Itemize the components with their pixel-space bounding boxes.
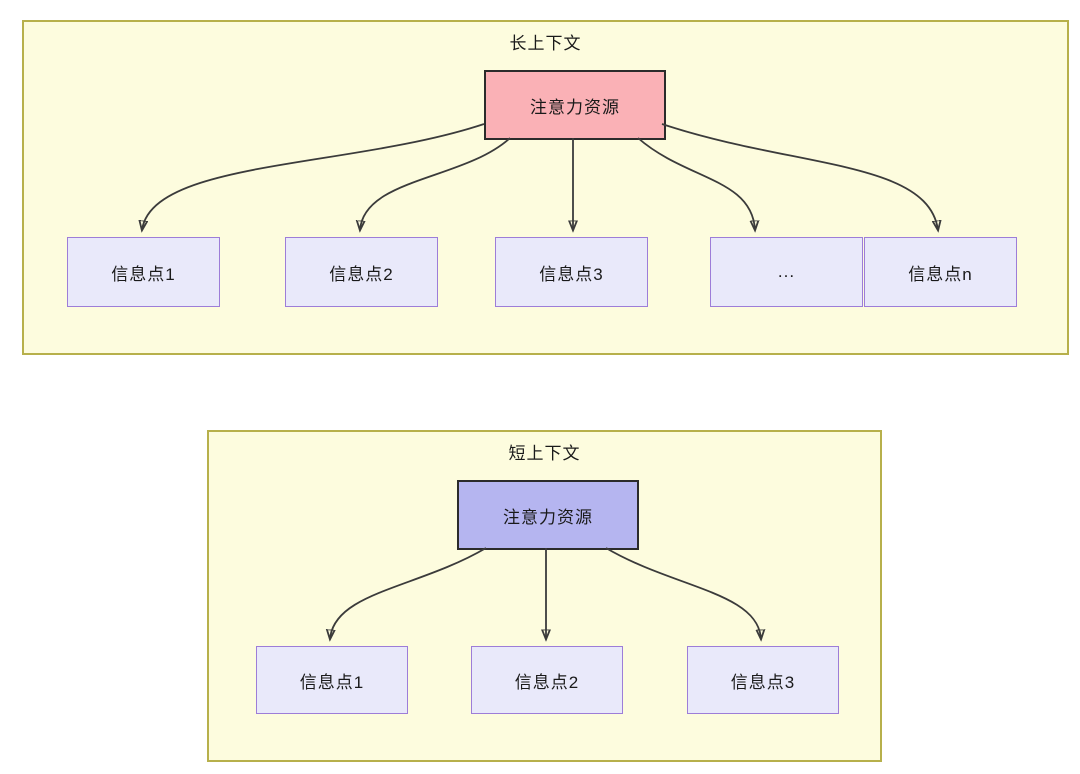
short-context-title: 短上下文 xyxy=(508,444,581,463)
long-attention-resource-node: 注意力资源 xyxy=(484,70,666,140)
long-info-node-2: 信息点2 xyxy=(285,237,438,307)
short-info-node-3: 信息点3 xyxy=(687,646,839,714)
long-info-node-3: 信息点3 xyxy=(495,237,648,307)
short-attention-resource-node: 注意力资源 xyxy=(457,480,639,550)
long-info-node-1: 信息点1 xyxy=(67,237,220,307)
short-context-group: 短上下文 注意力资源 信息点1 信息点2 信息点3 xyxy=(207,430,882,762)
long-context-title: 长上下文 xyxy=(509,34,582,53)
long-info-node-ellipsis: ... xyxy=(710,237,863,307)
short-info-node-2: 信息点2 xyxy=(471,646,623,714)
short-info-node-1: 信息点1 xyxy=(256,646,408,714)
long-info-node-n: 信息点n xyxy=(864,237,1017,307)
long-context-group: 长上下文 注意力资源 信息点1 信息点2 信息点3 ... 信息点n xyxy=(22,20,1069,355)
